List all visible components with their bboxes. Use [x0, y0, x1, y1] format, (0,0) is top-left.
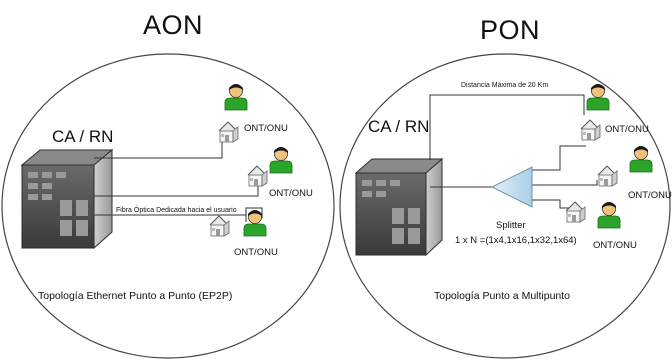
house-icon [209, 215, 230, 237]
aon-title: AON [143, 10, 204, 40]
pon-splitter-label: Splitter [496, 220, 526, 231]
user-icon [597, 201, 621, 229]
aon-ca-label: CA / RN [52, 127, 114, 146]
aon-circle [1, 53, 335, 359]
user-icon [586, 83, 610, 111]
pon-ont-label-3: ONT/ONU [593, 240, 637, 251]
house-icon [218, 121, 239, 143]
pon-caption: Topología Punto a Multipunto [434, 290, 571, 302]
pon-ratio-label: 1 x N =(1x4,1x16,1x32,1x64) [455, 235, 577, 246]
user-icon [224, 83, 248, 111]
splitter-icon [490, 166, 533, 208]
aon-ont-label-3: ONT/ONU [234, 247, 278, 258]
aon-caption: Topología Ethernet Punto a Punto (EP2P) [38, 290, 233, 302]
aon-server-icon [20, 148, 114, 250]
house-icon [597, 165, 618, 187]
user-icon [243, 209, 267, 237]
house-icon [565, 201, 586, 223]
house-icon [580, 119, 601, 141]
pon-distance-label: Distancia Máxima de 20 Km [461, 82, 549, 89]
aon-fiber-label: Fibra Óptica Dedicada hacia el usuario [116, 207, 237, 214]
user-icon [269, 146, 293, 174]
pon-circle [339, 53, 671, 359]
pon-fiber-links [429, 94, 598, 209]
user-icon [629, 145, 653, 173]
pon-ont-label-2: ONT/ONU [628, 190, 672, 201]
pon-ca-label: CA / RN [368, 117, 430, 136]
aon-ont-label-1: ONT/ONU [244, 123, 288, 134]
pon-ont-label-1: ONT/ONU [605, 124, 649, 135]
pon-server-icon [354, 157, 444, 257]
pon-title: PON [480, 15, 541, 45]
aon-fiber-links [94, 138, 263, 222]
house-icon [247, 165, 268, 187]
aon-ont-label-2: ONT/ONU [269, 188, 313, 199]
